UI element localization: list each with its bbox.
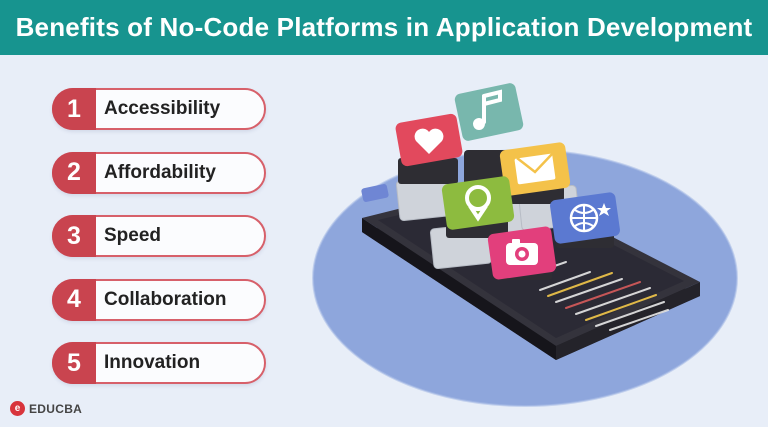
benefit-number-badge: 1 <box>52 88 96 130</box>
benefit-label: Accessibility <box>104 98 221 119</box>
header-banner: Benefits of No-Code Platforms in Applica… <box>0 0 768 55</box>
benefit-item-innovation: 5 Innovation <box>52 342 266 384</box>
page-title: Benefits of No-Code Platforms in Applica… <box>15 12 753 42</box>
benefit-number-badge: 2 <box>52 151 96 194</box>
benefit-number-badge: 3 <box>52 215 96 257</box>
benefit-label: Speed <box>104 225 162 246</box>
globe-icon <box>550 192 620 248</box>
benefit-item-affordability: 2 Affordability <box>52 151 266 194</box>
benefit-label: Collaboration <box>104 288 227 310</box>
brand-name: EDUCBA <box>29 401 83 416</box>
benefit-item-collaboration: 4 Collaboration <box>52 278 266 321</box>
benefit-label: Innovation <box>104 352 201 373</box>
camera-icon <box>487 226 557 280</box>
heart-icon <box>395 113 463 184</box>
educba-logo-mark: e <box>10 401 25 416</box>
benefit-item-accessibility: 1 Accessibility <box>52 88 266 130</box>
benefit-number-badge: 5 <box>52 342 96 384</box>
benefit-label: Affordability <box>104 161 216 183</box>
educba-logo: e EDUCBA <box>10 401 82 416</box>
benefit-number-badge: 4 <box>52 278 96 321</box>
location-icon <box>441 176 515 238</box>
benefit-item-speed: 3 Speed <box>52 215 266 257</box>
mail-icon <box>499 142 571 204</box>
benefits-list: 1 Accessibility 2 Affordability 3 Speed … <box>52 88 266 406</box>
